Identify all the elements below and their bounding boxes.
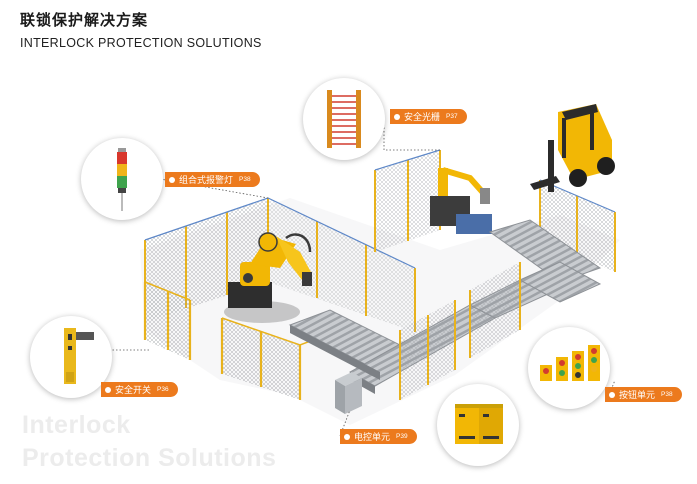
control-unit-icon — [455, 404, 503, 444]
tower-light-icon — [117, 148, 127, 211]
forklift — [530, 104, 615, 192]
bullet-dot-icon — [609, 391, 615, 398]
light-curtain-icon — [327, 90, 361, 148]
button-unit-circle — [528, 327, 610, 409]
fence-right-cell — [374, 149, 616, 272]
bullet-dot-icon — [394, 113, 400, 120]
bullet-dot-icon — [105, 386, 111, 393]
industrial-robot-arm — [224, 232, 312, 323]
fence-front-right — [399, 262, 521, 400]
callout-safety-switch[interactable]: 安全开关 P36 — [101, 382, 178, 397]
light-curtain-circle — [303, 78, 385, 160]
callout-control-unit[interactable]: 电控单元 P39 — [340, 429, 417, 444]
fence-front-left — [143, 281, 341, 400]
bullet-dot-icon — [344, 433, 350, 440]
conveyor-system — [288, 219, 602, 394]
page-subtitle: INTERLOCK PROTECTION SOLUTIONS — [20, 36, 262, 50]
watermark-line-2: Protection Solutions — [22, 444, 277, 472]
safety-switch-circle — [30, 316, 112, 398]
tower-light-circle — [81, 138, 163, 220]
control-unit-circle — [437, 384, 519, 466]
callout-tower-light[interactable]: 组合式报警灯 P38 — [165, 172, 260, 187]
small-robot-arm — [430, 167, 492, 234]
callout-light-curtain[interactable]: 安全光栅 P37 — [390, 109, 467, 124]
bullet-dot-icon — [169, 176, 175, 183]
safety-switch-icon — [64, 328, 94, 384]
page-title: 联锁保护解决方案 — [20, 11, 149, 29]
control-cabinet — [335, 372, 362, 414]
button-unit-icon — [540, 345, 600, 381]
watermark-line-1: Interlock — [22, 411, 131, 439]
callout-button-unit[interactable]: 按钮单元 P38 — [605, 387, 682, 402]
